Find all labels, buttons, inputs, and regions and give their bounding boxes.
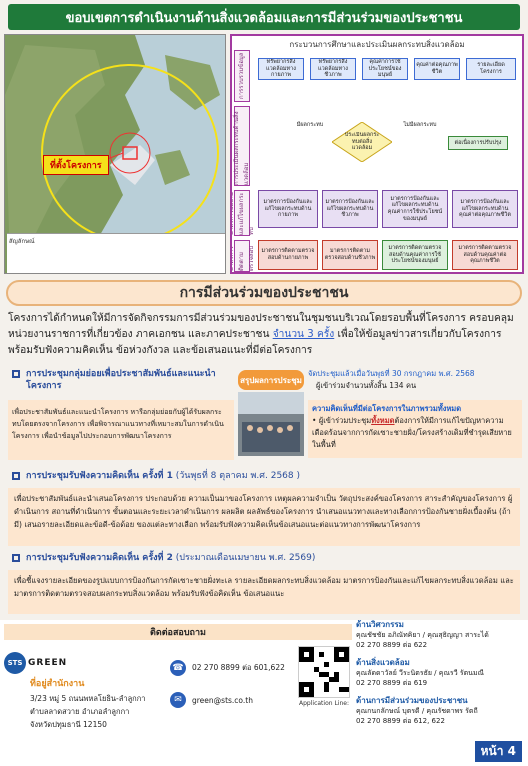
meeting1-summary: จัดประชุมแล้วเมื่อวันพุธที่ 30 กรกฎาคม พ…	[308, 368, 522, 392]
meeting1-heading: การประชุมกลุ่มย่อยเพื่อประชาสัมพันธ์และแ…	[12, 368, 234, 392]
meeting-date: จัดประชุมแล้วเมื่อวันพุธที่ 30 กรกฎาคม พ…	[308, 369, 475, 378]
page-number: หน้า 4	[474, 741, 522, 762]
photo-graphic	[238, 392, 304, 456]
monitor-biological: มาตรการติดตามตรวจสอบด้านชีวภาพ	[322, 240, 378, 270]
intro-highlight: จำนวน 3 ครั้ง	[272, 329, 335, 340]
contact-section: ติดต่อสอบถาม STS GREEN ที่อยู่สำนักงาน 3…	[0, 620, 528, 766]
eia-process-diagram: กระบวนการศึกษาและประเมินผลกระทบสิ่งแวดล้…	[230, 34, 524, 274]
contact-email[interactable]: ✉ green@sts.co.th	[170, 692, 253, 708]
map-legend: สัญลักษณ์	[7, 233, 225, 273]
contact-phone[interactable]: ☎ 02 270 8899 ต่อ 601,622	[170, 660, 285, 676]
has-impact-label: มีผลกระทบ	[296, 121, 324, 128]
monitor-human-use: มาตรการติดตามตรวจสอบด้านคุณค่าการใช้ประโ…	[382, 240, 448, 270]
qr-graphic	[299, 647, 349, 697]
phone-icon: ☎	[170, 660, 186, 676]
flow-stage-assess: การประเมินผลกระทบด้านสิ่งแวดล้อม	[233, 106, 250, 186]
opinion-heading: ความคิดเห็นที่มีต่อโครงการในภาพรวมทั้งหม…	[312, 404, 462, 413]
meeting2-heading: การประชุมรับฟังความคิดเห็น ครั้งที่ 1 (ว…	[12, 470, 520, 482]
logo-mark: STS	[4, 652, 26, 674]
flow-box-physical: ทรัพยากรสิ่งแวดล้อมทางกายภาพ	[258, 58, 304, 80]
summary-tag: สรุปผลการประชุม	[238, 370, 304, 390]
logo-word: GREEN	[28, 658, 68, 668]
flow-box-quality-life: คุณค่าต่อคุณภาพชีวิต	[414, 58, 460, 80]
project-location-label: ที่ตั้งโครงการ	[43, 155, 109, 175]
meeting1-body: เพื่อประชาสัมพันธ์และแนะนำโครงการ หารือก…	[8, 400, 234, 460]
meeting1-heading-text: การประชุมกลุ่มย่อยเพื่อประชาสัมพันธ์และแ…	[26, 369, 216, 391]
participation-title: การมีส่วนร่วมของประชาชน	[6, 280, 522, 306]
mitigate-human-use: มาตรการป้องกันและแก้ไขผลกระทบด้านคุณค่าก…	[382, 190, 448, 228]
intro-text-b: เพื่อให้ข้อมูลข่าวสารเกี่ยวกับโครงการ พร…	[8, 329, 502, 356]
mail-icon: ✉	[170, 692, 186, 708]
contact-heading: ติดต่อสอบถาม	[4, 624, 352, 640]
monitor-quality-life: มาตรการติดตามตรวจสอบด้านคุณค่าต่อคุณภาพช…	[452, 240, 518, 270]
opinion-text: • ผู้เข้าร่วมประชุมทั้งหมดต้องการให้มีกา…	[312, 416, 512, 449]
monitor-physical: มาตรการติดตามตรวจสอบด้านกายภาพ	[258, 240, 318, 270]
meeting3-body: เพื่อชี้แจงรายละเอียดของรูปแบบการป้องกัน…	[8, 570, 520, 614]
sts-logo: STS GREEN	[4, 652, 67, 674]
no-impact-label: ไม่มีผลกระทบ	[403, 121, 437, 128]
meeting3-heading: การประชุมรับฟังความคิดเห็น ครั้งที่ 2 (ป…	[12, 552, 520, 564]
flow-box-continue: ต่อเนื่องการปรับปรุง	[448, 136, 508, 150]
meeting1-opinion: ความคิดเห็นที่มีต่อโครงการในภาพรวมทั้งหม…	[308, 400, 522, 458]
meeting-photo	[238, 392, 304, 456]
legend-title: สัญลักษณ์	[9, 238, 35, 245]
mitigate-biological: มาตรการป้องกันและแก้ไขผลกระทบด้านชีวภาพ	[322, 190, 378, 228]
flow-stage-collect: การรวบรวมข้อมูล	[234, 50, 250, 102]
flow-box-biological: ทรัพยากรสิ่งแวดล้อมทางชีวภาพ	[310, 58, 356, 80]
project-map: ที่ตั้งโครงการ สัญลักษณ์	[4, 34, 226, 274]
mitigate-physical: มาตรการป้องกันและแก้ไขผลกระทบด้านกายภาพ	[258, 190, 318, 228]
meeting-attendees: ผู้เข้าร่วมจำนวนทั้งสิ้น 134 คน	[316, 381, 417, 390]
checkbox-icon	[12, 554, 20, 562]
checkbox-icon	[12, 472, 20, 480]
page-title: ขอบเขตการดำเนินงานด้านสิ่งแวดล้อมและการม…	[8, 4, 520, 30]
address-heading: ที่อยู่สำนักงาน	[30, 679, 85, 689]
decision-diamond	[332, 122, 392, 162]
flow-box-project-detail: รายละเอียดโครงการ	[466, 58, 516, 80]
qr-caption: Application Line:	[299, 700, 349, 707]
staff-engineering: ด้านวิศวกรรม คุณชัชชัย อภิณัทคิยา / คุณส…	[356, 620, 489, 649]
intro-text-a: โครงการได้กำหนดให้มีการจัดกิจกรรมการมีส่…	[8, 313, 514, 340]
staff-environment: ด้านสิ่งแวดล้อม คุณลัดดาวัลย์ วีระนิตรธั…	[356, 658, 485, 687]
flow-stage-monitor: มาตรการติดตามตรวจสอบ	[232, 240, 255, 272]
checkbox-icon	[12, 370, 20, 378]
address: 3/23 หมู่ 5 ถนนพหลโยธิน-ลำลูกกา ตำบลลาดส…	[30, 694, 146, 729]
flow-box-human-use: คุณค่าการใช้ประโยชน์ของมนุษย์	[362, 58, 408, 80]
flow-stage-mitigate: มาตรการป้องกันและแก้ไขผลกระทบ	[232, 190, 255, 236]
meeting2-body: เพื่อประชาสัมพันธ์และนำเสนอโครงการ ประกอ…	[8, 488, 520, 546]
line-qr-code[interactable]	[298, 646, 350, 698]
staff-participation: ด้านการมีส่วนร่วมของประชาชน คุณกนกลักษณ์…	[356, 696, 478, 725]
flow-title: กระบวนการศึกษาและประเมินผลกระทบสิ่งแวดล้…	[289, 40, 465, 49]
mitigate-quality-life: มาตรการป้องกันและแก้ไขผลกระทบด้านคุณค่าต…	[452, 190, 518, 228]
participation-intro: โครงการได้กำหนดให้มีการจัดกิจกรรมการมีส่…	[8, 311, 520, 359]
decision-label: ประเมินผลกระทบต่อสิ่งแวดล้อม	[344, 132, 380, 152]
